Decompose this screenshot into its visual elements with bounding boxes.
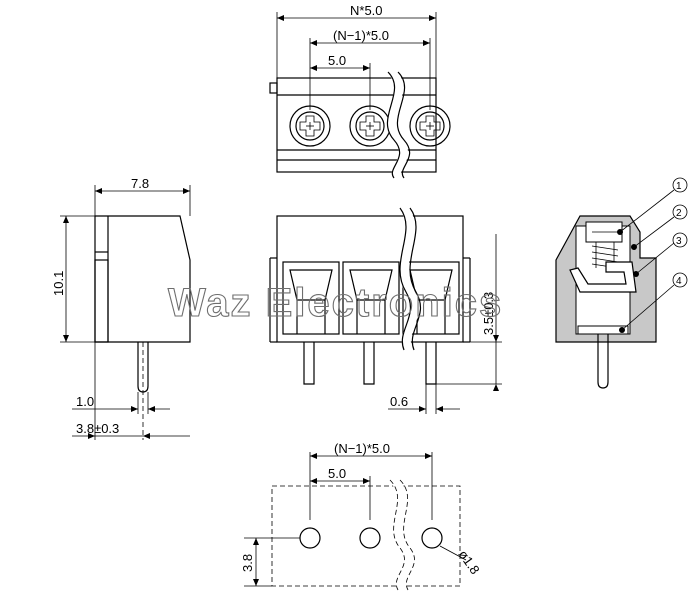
callout-3: 3: [676, 236, 682, 247]
callout-1: 1: [676, 181, 682, 192]
top-view: N*5.0 (N−1)*5.0 5.0: [269, 3, 451, 181]
side-dim-pin-offset: 3.8±0.3: [76, 421, 119, 436]
pcb-dim-pitch: 5.0: [328, 466, 346, 481]
side-dim-height: 10.1: [51, 271, 66, 296]
top-dim-total: N*5.0: [350, 3, 383, 18]
callout-2: 2: [676, 208, 682, 219]
section-view: 1 2 3 4: [555, 177, 688, 389]
side-dim-pin: 1.0: [76, 394, 94, 409]
top-dim-pitch: 5.0: [328, 53, 346, 68]
pcb-dim-span: (N−1)*5.0: [334, 441, 390, 456]
top-dim-span: (N−1)*5.0: [333, 28, 389, 43]
side-view: 7.8 10.1 1.0 3.8±0.3: [51, 176, 191, 440]
watermark: Waz Electronics: [168, 281, 503, 325]
front-view: 3.5±0.3 0.6: [269, 205, 502, 414]
front-dim-pin-length: 3.5±0.3: [481, 292, 496, 335]
pcb-dim-row: 3.8: [240, 554, 255, 572]
callout-4: 4: [676, 276, 682, 287]
side-dim-depth: 7.8: [131, 176, 149, 191]
pcb-layout: (N−1)*5.0 5.0 3.8 ø1.8: [240, 441, 483, 593]
front-dim-pin-width: 0.6: [390, 394, 408, 409]
